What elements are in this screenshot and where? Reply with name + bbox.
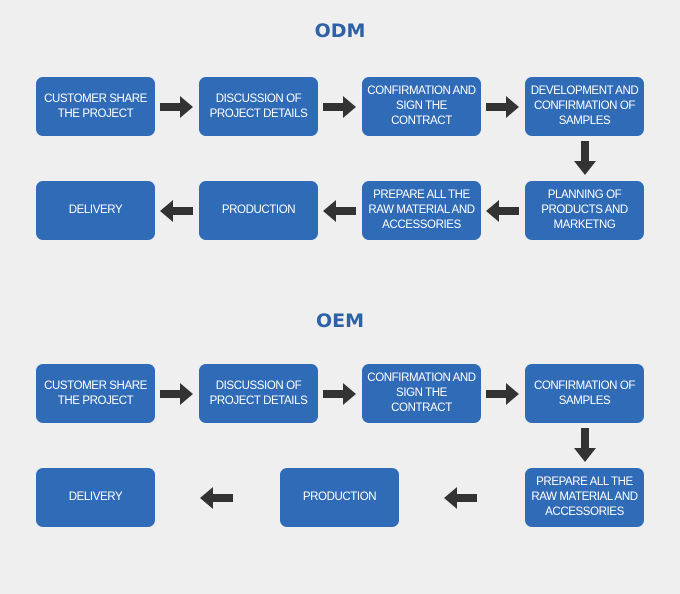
arrow-right-icon bbox=[486, 96, 519, 118]
oem-step-delivery: DELIVERY bbox=[36, 468, 155, 527]
odm-step-development-samples: DEVELOPMENT AND CONFIRMATION OF SAMPLES bbox=[525, 77, 644, 136]
odm-step-production: PRODUCTION bbox=[199, 181, 318, 240]
arrow-down-icon bbox=[574, 428, 596, 462]
oem-title: OEM bbox=[315, 310, 365, 332]
arrow-down-icon bbox=[574, 141, 596, 175]
arrow-left-icon bbox=[444, 487, 477, 509]
arrow-right-icon bbox=[160, 96, 193, 118]
arrow-left-icon bbox=[323, 200, 356, 222]
oem-step-production: PRODUCTION bbox=[280, 468, 399, 527]
oem-step-discussion: DISCUSSION OF PROJECT DETAILS bbox=[199, 364, 318, 423]
odm-step-customer-share: CUSTOMER SHARE THE PROJECT bbox=[36, 77, 155, 136]
oem-step-prepare-material: PREPARE ALL THE RAW MATERIAL AND ACCESSO… bbox=[525, 468, 644, 527]
odm-step-prepare-material: PREPARE ALL THE RAW MATERIAL AND ACCESSO… bbox=[362, 181, 481, 240]
odm-step-delivery: DELIVERY bbox=[36, 181, 155, 240]
odm-title: ODM bbox=[314, 20, 366, 42]
arrow-right-icon bbox=[486, 383, 519, 405]
oem-step-customer-share: CUSTOMER SHARE THE PROJECT bbox=[36, 364, 155, 423]
arrow-right-icon bbox=[323, 383, 356, 405]
odm-step-discussion: DISCUSSION OF PROJECT DETAILS bbox=[199, 77, 318, 136]
odm-step-confirmation-contract: CONFIRMATION AND SIGN THE CONTRACT bbox=[362, 77, 481, 136]
arrow-right-icon bbox=[160, 383, 193, 405]
oem-step-confirmation-contract: CONFIRMATION AND SIGN THE CONTRACT bbox=[362, 364, 481, 423]
arrow-left-icon bbox=[486, 200, 519, 222]
arrow-left-icon bbox=[200, 487, 233, 509]
oem-step-confirmation-samples: CONFIRMATION OF SAMPLES bbox=[525, 364, 644, 423]
arrow-right-icon bbox=[323, 96, 356, 118]
odm-step-planning: PLANNING OF PRODUCTS AND MARKETNG bbox=[525, 181, 644, 240]
arrow-left-icon bbox=[160, 200, 193, 222]
